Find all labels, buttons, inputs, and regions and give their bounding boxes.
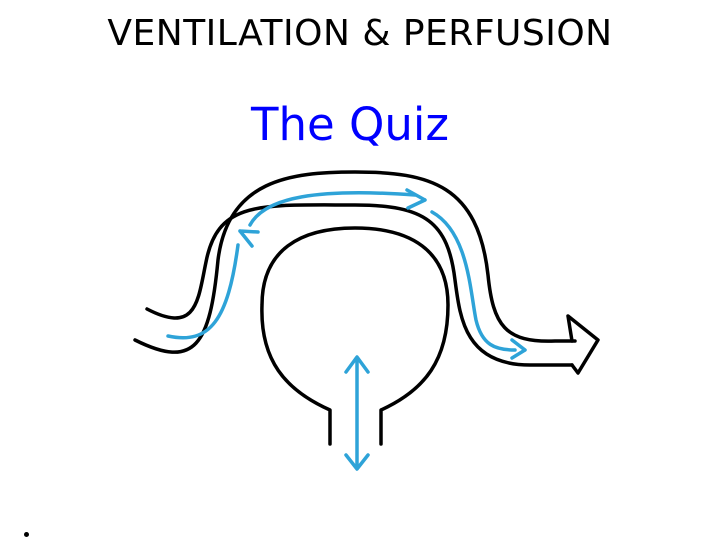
outflow-arrow-head-icon xyxy=(566,314,600,375)
ventilation-double-arrow-icon xyxy=(344,355,370,471)
perfusion-arrow-head-icon-1 xyxy=(238,229,260,248)
perfusion-arrow-head-icon-2 xyxy=(405,188,427,210)
perfusion-arrow-head-icon-3 xyxy=(510,338,527,360)
perfusion-flow-left xyxy=(166,243,240,340)
capillary-outer-wall xyxy=(133,170,577,354)
perfusion-flow-right xyxy=(430,210,517,352)
slide-title: VENTILATION & PERFUSION xyxy=(107,13,613,54)
bullet-dot xyxy=(24,532,29,537)
slide-subtitle: The Quiz xyxy=(250,98,450,151)
perfusion-flow-top xyxy=(248,190,417,227)
capillary-inner-wall xyxy=(145,203,574,367)
alveolus-outline xyxy=(260,226,450,446)
